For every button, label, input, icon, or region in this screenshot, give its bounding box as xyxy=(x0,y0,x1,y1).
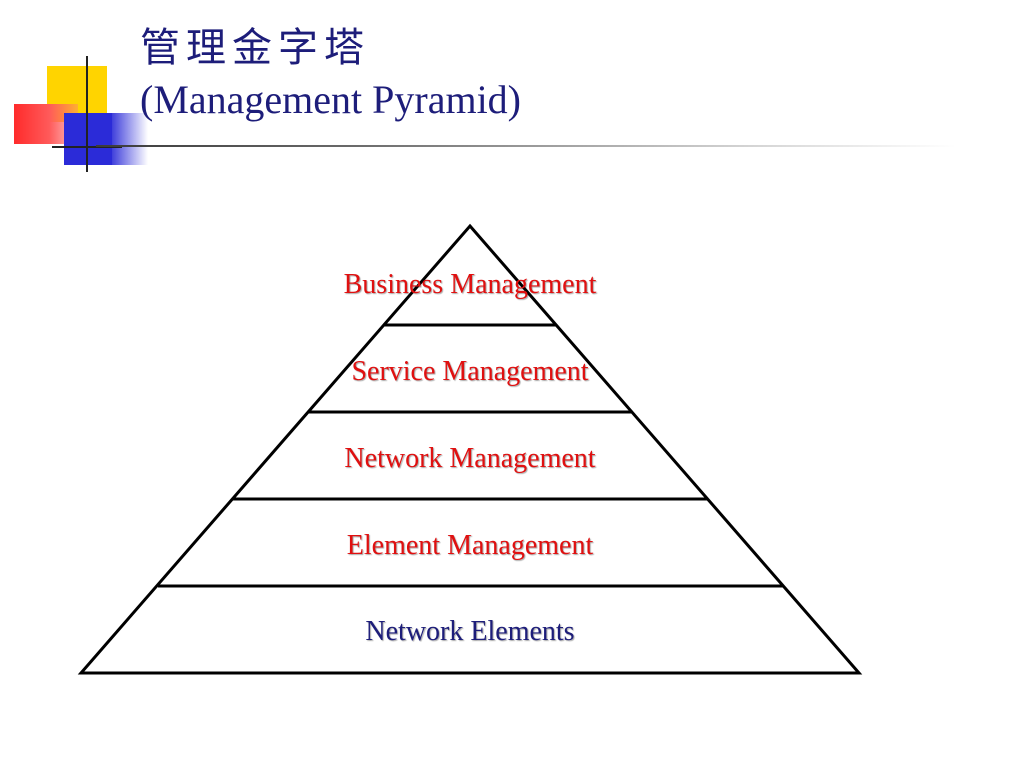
pyramid-outline xyxy=(77,223,863,675)
deco-vertical-line xyxy=(86,56,88,172)
decorative-logo-blocks xyxy=(0,0,150,180)
deco-horizontal-line xyxy=(52,146,122,148)
blue-square xyxy=(64,113,112,165)
title-english: (Management Pyramid) xyxy=(140,77,521,122)
title-underline xyxy=(96,145,956,147)
layer-label-network-elements: Network Elements xyxy=(365,616,575,647)
layer-label-service-management: Service Management xyxy=(351,356,589,387)
layer-label-network-management: Network Management xyxy=(344,443,596,474)
blue-fade xyxy=(112,113,148,165)
title-chinese: 管理金字塔 xyxy=(140,25,370,70)
layer-label-element-management: Element Management xyxy=(346,530,594,561)
slide-title: 管理金字塔 (Management Pyramid) xyxy=(140,22,521,126)
layer-label-business-management: Business Management xyxy=(343,269,597,300)
